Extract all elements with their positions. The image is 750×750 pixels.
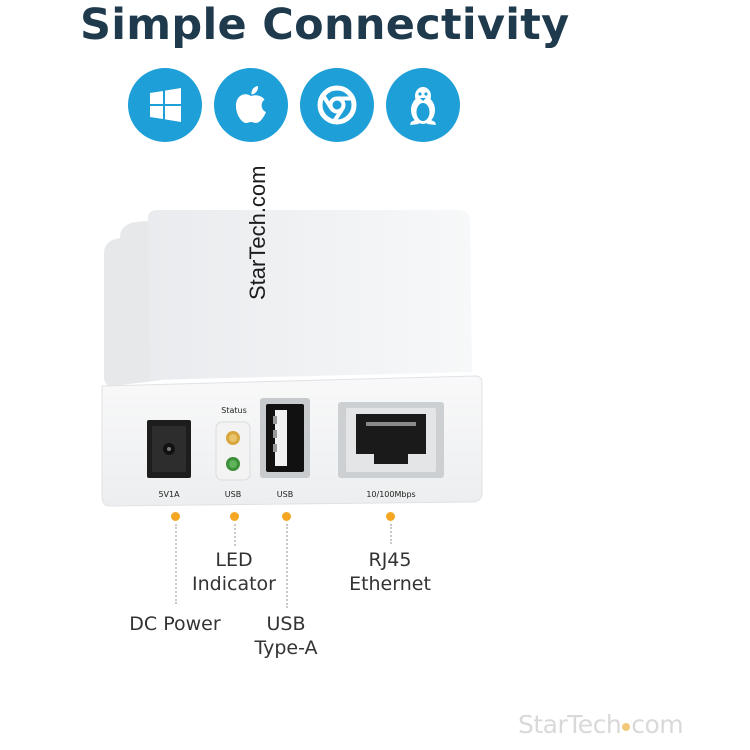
led-indicator-label: LED Indicator xyxy=(184,548,284,596)
dc-power-callout-dot xyxy=(171,512,180,521)
os-compatibility-icons xyxy=(128,68,460,144)
brand-logo: StarTech.com xyxy=(245,165,270,301)
rj45-callout-dot xyxy=(386,512,395,521)
power-port-label: 5V1A xyxy=(158,490,180,499)
watermark-dot xyxy=(622,723,631,731)
brand-watermark: StarTech com xyxy=(518,710,684,739)
usb-line2: Type-A xyxy=(254,637,318,659)
led-indicator-line2: Indicator xyxy=(192,573,276,595)
usb-callout-dot xyxy=(282,512,291,521)
rj45-line2: Ethernet xyxy=(349,573,431,595)
headline: Simple Connectivity xyxy=(80,0,570,50)
usb-port-label: USB xyxy=(276,490,294,499)
ethernet-port-label: 10/100Mbps xyxy=(366,490,416,499)
rj45-line1: RJ45 xyxy=(368,549,412,571)
status-label: Status xyxy=(221,406,247,415)
usb-line1: USB xyxy=(266,613,306,635)
led-usb-label: USB xyxy=(224,490,242,499)
dc-power-leader-line xyxy=(175,524,177,604)
linux-tux-icon xyxy=(386,68,460,142)
rj45-leader-line xyxy=(390,524,392,544)
apple-icon xyxy=(214,68,288,142)
led-leader-line xyxy=(234,524,236,546)
watermark-right: com xyxy=(631,710,684,739)
windows-icon xyxy=(128,68,202,142)
led-indicator-line1: LED xyxy=(215,549,253,571)
usb-leader-line xyxy=(286,524,288,608)
print-server-device: StarTech.com Status 5V1A USB USB 10/100M… xyxy=(90,166,490,520)
dc-power-label: DC Power xyxy=(129,613,221,635)
usb-type-a-label: USB Type-A xyxy=(246,612,326,660)
chrome-icon xyxy=(300,68,374,142)
watermark-left: StarTech xyxy=(518,710,622,739)
rj45-ethernet-label: RJ45 Ethernet xyxy=(330,548,450,596)
led-callout-dot xyxy=(230,512,239,521)
